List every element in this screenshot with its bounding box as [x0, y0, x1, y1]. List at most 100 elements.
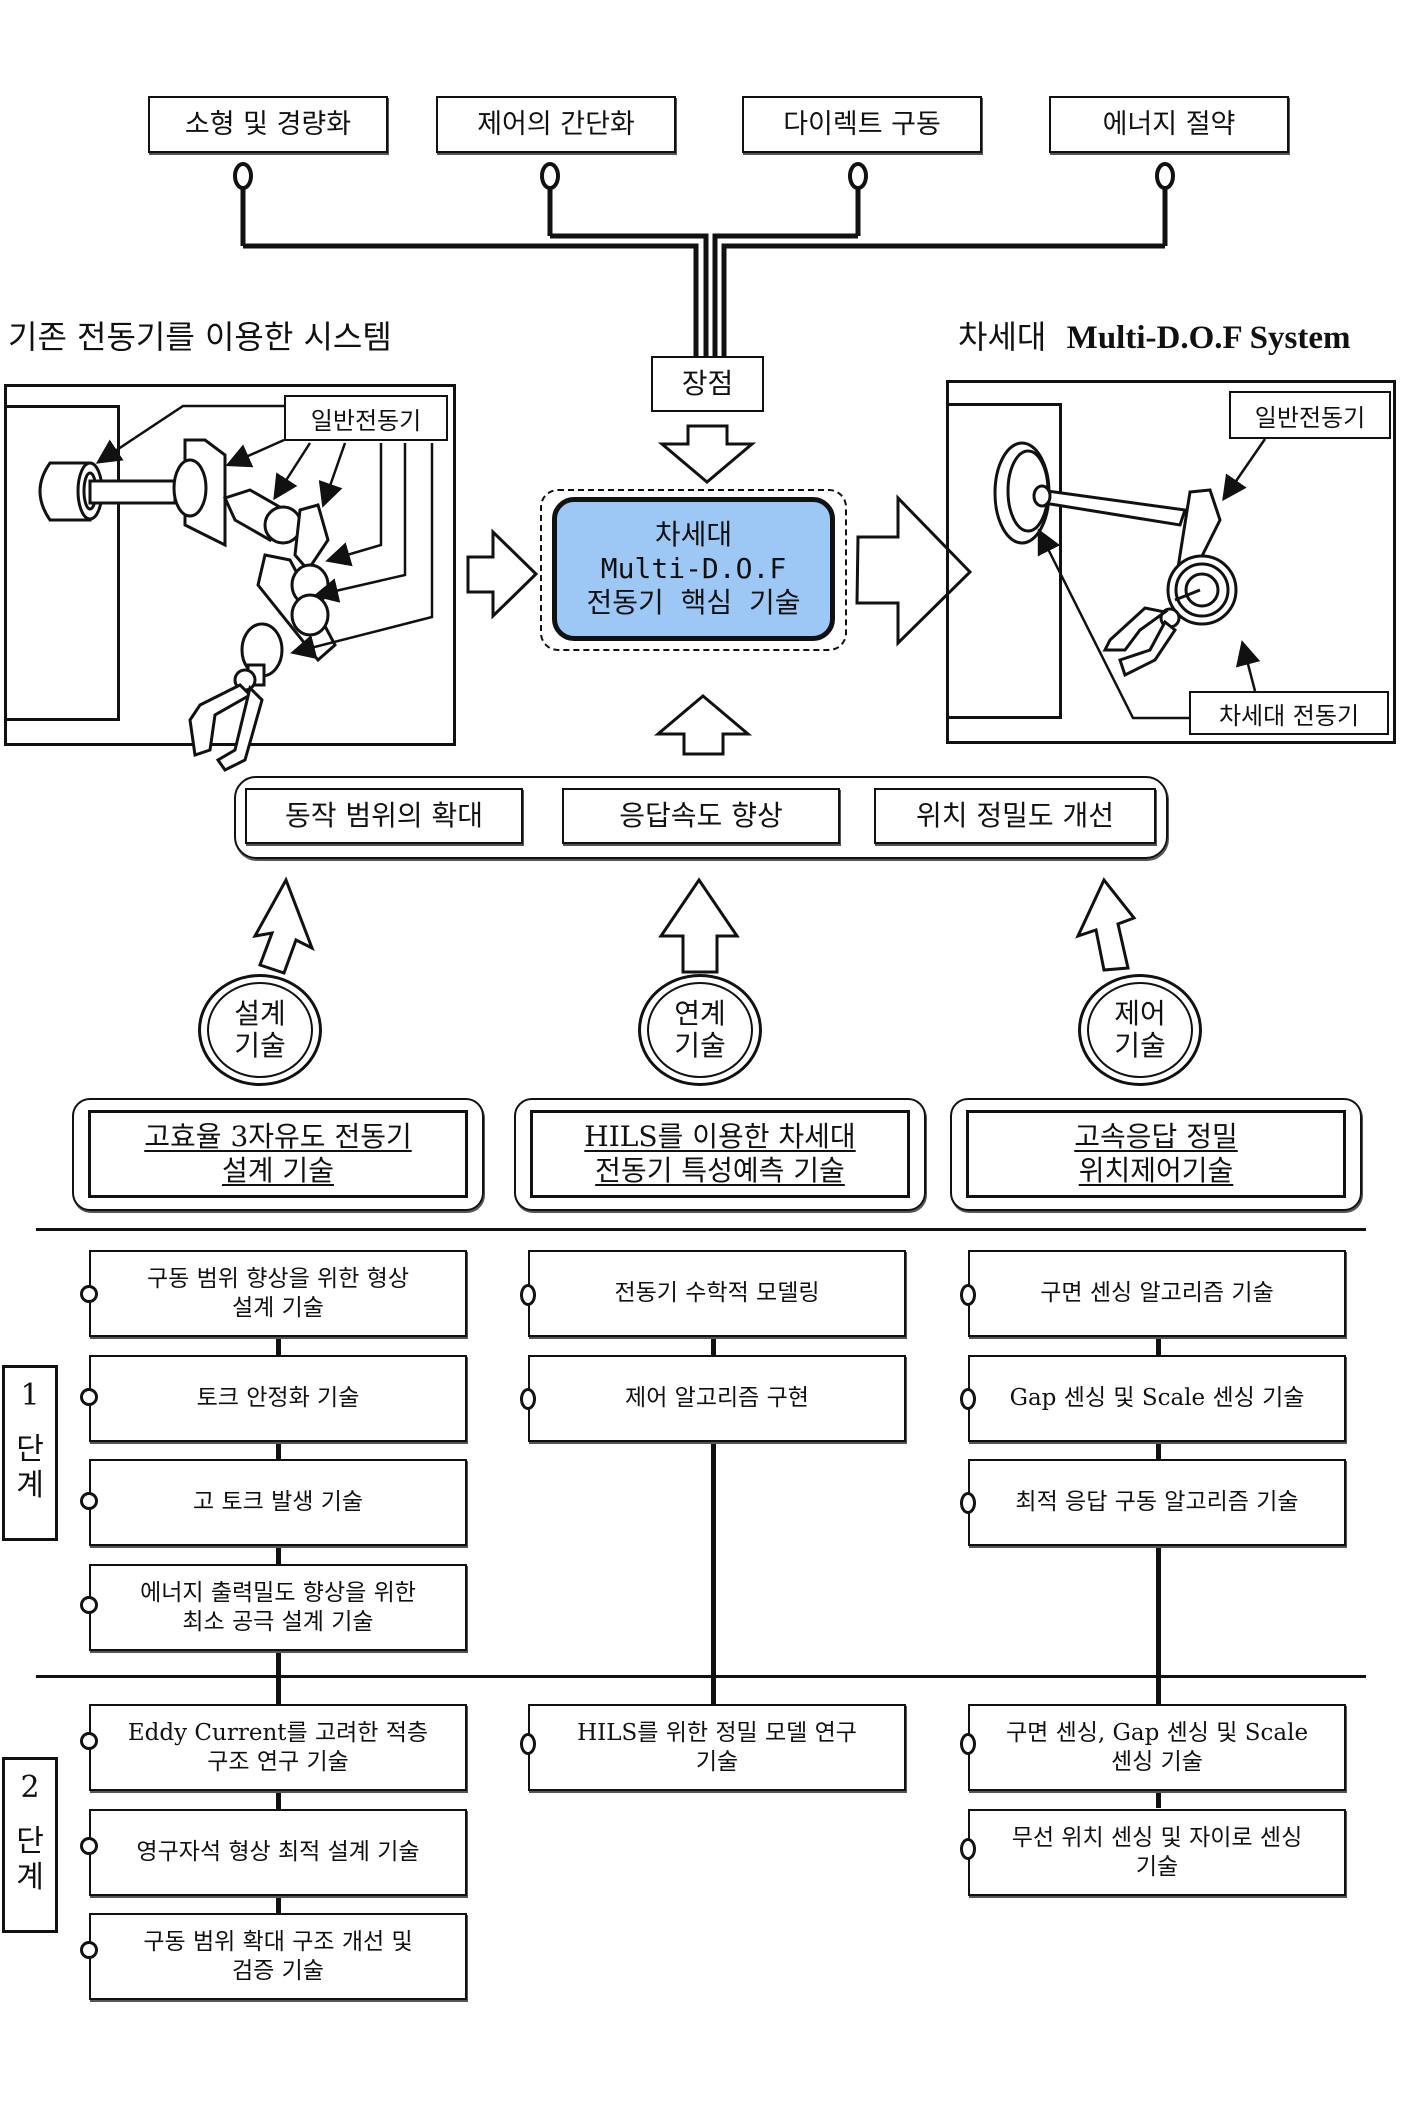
- tech-item-line: 제어 알고리즘 구현: [625, 1385, 809, 1412]
- tech-item-line: 기술: [695, 1748, 739, 1775]
- tech-item-line: 구동 범위 향상을 위한 형상: [146, 1265, 409, 1292]
- stage-divider: [36, 1228, 1366, 1231]
- bullet-node-icon: [960, 1388, 976, 1410]
- stage-text: 단: [16, 1824, 44, 1859]
- bullet-node-icon: [80, 1388, 98, 1406]
- pillar-circle-integration: 연계 기술: [647, 982, 753, 1078]
- arrow-right-large-icon: [855, 494, 973, 647]
- circle-line: 기술: [1114, 1029, 1166, 1062]
- arrow-up-center-icon: [658, 877, 740, 974]
- benefit-box: 소형 및 경량화: [148, 96, 388, 153]
- stage-number: 2: [20, 1770, 40, 1805]
- connector-node-icon: [1155, 162, 1175, 190]
- core-line: Multi-D.O.F: [600, 551, 787, 585]
- tech-item-line: 검증 기술: [232, 1957, 324, 1984]
- stage-1-label: 1 단 계: [2, 1365, 58, 1541]
- stage-text: 단: [16, 1432, 44, 1467]
- pillar-title-line: 고효율 3자유도 전동기: [144, 1120, 412, 1154]
- tech-item-line: 설계 기술: [232, 1294, 324, 1321]
- base-wall: [948, 403, 1062, 719]
- callout-label: 차세대 전동기: [1218, 701, 1360, 730]
- stage-number: 1: [20, 1378, 40, 1413]
- tech-item: 영구자석 형상 최적 설계 기술: [89, 1809, 467, 1896]
- connector-node-icon: [540, 162, 560, 190]
- tech-item-line: 구동 범위 확대 구조 개선 및: [143, 1928, 413, 1955]
- pillar-title-line: HILS를 이용한 차세대: [584, 1120, 856, 1154]
- tech-item-line: 에너지 출력밀도 향상을 위한: [140, 1579, 416, 1606]
- tech-item-line: 최소 공극 설계 기술: [182, 1608, 374, 1635]
- bullet-node-icon: [520, 1284, 536, 1306]
- stage-text: 계: [16, 1468, 44, 1503]
- core-technology-box: 차세대 Multi-D.O.F 전동기 핵심 기술: [552, 497, 835, 641]
- arrow-down-icon: [657, 424, 757, 484]
- spherical-motor-arm-illustration-icon: [993, 438, 1267, 720]
- pillar-title-frame: [72, 1098, 484, 1211]
- bullet-node-icon: [520, 1388, 536, 1410]
- tech-item-line: Eddy Current를 고려한 적층: [127, 1719, 429, 1746]
- next-gen-system-panel: [946, 380, 1396, 744]
- arrow-up-icon: [653, 694, 753, 756]
- goal-label: 위치 정밀도 개선: [915, 798, 1115, 832]
- goal-box: 응답속도 향상: [562, 788, 840, 844]
- pillar-title-line: 고속응답 정밀: [1074, 1120, 1238, 1154]
- goal-box: 동작 범위의 확대: [245, 788, 523, 844]
- bullet-node-icon: [80, 1596, 98, 1614]
- stage-text: 계: [16, 1860, 44, 1895]
- conventional-motor-callout: 일반전동기: [1229, 391, 1391, 439]
- benefit-label: 다이렉트 구동: [783, 108, 941, 140]
- pillar-title-line: 설계 기술: [222, 1154, 334, 1187]
- tech-item-line: 구면 센싱, Gap 센싱 및 Scale: [1005, 1719, 1309, 1746]
- column-spine-integration: [711, 1338, 716, 1708]
- tech-item: 최적 응답 구동 알고리즘 기술: [968, 1459, 1346, 1546]
- benefit-box: 에너지 절약: [1049, 96, 1289, 153]
- tech-item: 구면 센싱 알고리즘 기술: [968, 1250, 1346, 1337]
- bullet-node-icon: [960, 1492, 976, 1514]
- connector-node-icon: [233, 162, 253, 190]
- right-system-title: 차세대 Multi-D.O.F System: [958, 312, 1351, 358]
- arrow-right-icon: [466, 528, 539, 620]
- bullet-node-icon: [520, 1733, 536, 1755]
- pillar-title-integration: HILS를 이용한 차세대 전동기 특성예측 기술: [530, 1110, 910, 1198]
- pillar-circle-outer: [638, 974, 762, 1086]
- next-gen-motor-callout: 차세대 전동기: [1189, 691, 1389, 735]
- goal-label: 응답속도 향상: [619, 798, 783, 832]
- tech-item-line: 토크 안정화 기술: [196, 1385, 360, 1412]
- robot-arm-illustration-icon: [38, 404, 434, 772]
- tech-item-line: HILS를 위한 정밀 모델 연구: [577, 1719, 857, 1746]
- core-dashed-frame: [540, 489, 847, 651]
- right-title-kr: 차세대: [958, 318, 1047, 356]
- benefit-label: 소형 및 경량화: [184, 108, 352, 140]
- bullet-node-icon: [960, 1284, 976, 1306]
- bullet-node-icon: [80, 1941, 98, 1959]
- benefit-box: 다이렉트 구동: [742, 96, 982, 153]
- circle-line: 기술: [234, 1029, 286, 1062]
- benefit-label: 제어의 간단화: [477, 108, 635, 140]
- callout-label: 일반전동기: [1254, 403, 1366, 432]
- arrow-up-right-icon: [1075, 877, 1137, 972]
- pillar-circle-outer: [1078, 974, 1202, 1086]
- stage-divider: [36, 1675, 1366, 1678]
- circle-line: 설계: [234, 996, 286, 1030]
- pillar-title-control: 고속응답 정밀 위치제어기술: [966, 1110, 1346, 1198]
- tech-item-line: 전동기 수학적 모델링: [614, 1280, 820, 1307]
- pillar-title-line: 위치제어기술: [1078, 1154, 1234, 1187]
- conventional-motor-callout: 일반전동기: [284, 395, 448, 441]
- column-spine-control: [1156, 1338, 1161, 1808]
- bullet-node-icon: [80, 1732, 98, 1750]
- bullet-node-icon: [960, 1733, 976, 1755]
- core-line: 전동기 핵심 기술: [586, 586, 801, 620]
- connector-node-icon: [848, 162, 868, 190]
- tech-item-line: 무선 위치 센싱 및 자이로 센싱: [1011, 1824, 1303, 1851]
- benefits-hub-label: 장점: [681, 366, 734, 400]
- goal-box: 위치 정밀도 개선: [874, 788, 1156, 844]
- benefits-hub-box: 장점: [651, 356, 764, 412]
- benefit-label: 에너지 절약: [1102, 108, 1236, 140]
- callout-label: 일반전동기: [310, 406, 422, 435]
- tech-item: 고 토크 발생 기술: [89, 1459, 467, 1546]
- pillar-title-frame: [950, 1098, 1362, 1211]
- tech-item: 전동기 수학적 모델링: [528, 1250, 906, 1337]
- bullet-node-icon: [960, 1838, 976, 1860]
